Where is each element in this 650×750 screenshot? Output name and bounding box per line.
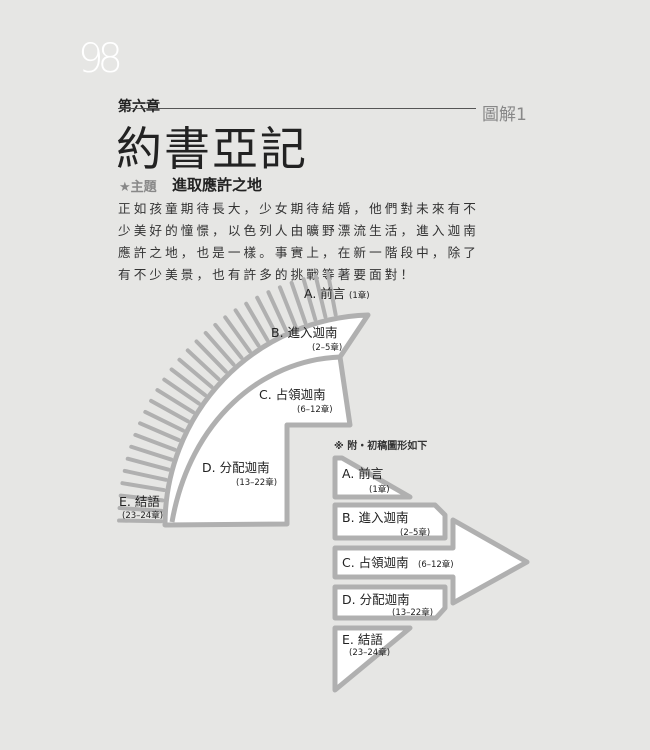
fan-ray	[301, 277, 318, 322]
fan-ray	[149, 398, 190, 424]
fan-ray	[266, 290, 288, 333]
fan-ray	[120, 481, 166, 493]
fan-ray	[138, 421, 181, 443]
fan-ray	[277, 285, 298, 329]
theme-label: ★主題	[119, 180, 157, 195]
draft-label-a: A. 前言	[342, 466, 383, 481]
draft-chapters-d: (13–22章)	[392, 607, 433, 618]
fan-ray	[185, 348, 221, 382]
page-title: 約書亞記	[116, 122, 308, 176]
fan-ray	[194, 339, 228, 374]
fan-label-d: D. 分配迦南	[202, 460, 270, 475]
fan-ray	[203, 330, 236, 367]
draft-shape-b	[332, 502, 448, 541]
header-rule	[118, 108, 476, 109]
fan-ray	[289, 280, 308, 325]
draft-chapters-c: (6–12章)	[418, 559, 454, 570]
draft-label-c: C. 占領迦南	[342, 555, 409, 570]
page-number: 98	[78, 36, 123, 82]
fan-shape	[162, 312, 371, 528]
fan-divider	[169, 354, 341, 523]
fan-ray	[177, 357, 214, 389]
fan-ray	[244, 301, 270, 343]
fan-label-c: C. 占領迦南	[259, 387, 326, 402]
fan-label-b: B. 進入迦南	[271, 325, 338, 340]
draft-shape-c-arrow	[332, 517, 530, 606]
body-paragraph: 正如孩童期待長大，少女期待結婚，他們對未來有不少美好的憧憬，以色列人由曠野漂流生…	[118, 201, 479, 282]
draft-label-b: B. 進入迦南	[342, 510, 409, 525]
draft-chapters-b: (2–5章)	[400, 527, 430, 538]
fan-ray	[143, 409, 185, 433]
fan-ray	[255, 295, 279, 338]
fan-ray	[122, 468, 168, 482]
draft-shape-e	[332, 625, 413, 693]
chapter-label: 第六章	[118, 99, 160, 115]
fan-ray	[223, 315, 252, 354]
fan-ray	[213, 322, 244, 360]
fan-ray	[118, 493, 165, 503]
fan-ray	[233, 308, 261, 348]
draft-chapters-a: (1章)	[369, 484, 390, 495]
fan-ray	[117, 506, 164, 513]
theme-text: 進取應許之地	[172, 176, 263, 194]
fan-ray	[313, 273, 328, 319]
fan-label-a: A. 前言	[304, 286, 345, 301]
fan-chapters-a: (1章)	[349, 290, 370, 301]
fan-chapters-b: (2–5章)	[312, 342, 342, 353]
draft-chapters-e: (23–24章)	[349, 647, 390, 658]
figure-label: 圖解1	[482, 105, 527, 125]
fan-label-e: E. 結語	[119, 494, 160, 509]
fan-chapters-e: (23–24章)	[122, 510, 163, 521]
draft-note: ※ 附・初稿圖形如下	[334, 439, 427, 452]
draft-label-e: E. 結語	[342, 632, 383, 647]
draft-shape-d	[332, 584, 448, 621]
fan-ray	[125, 456, 171, 472]
fan-ray	[133, 432, 177, 452]
fan-ray	[117, 518, 164, 524]
fan-ray	[325, 271, 338, 317]
fan-ray	[129, 444, 174, 462]
fan-ray	[155, 388, 196, 415]
fan-ray	[162, 377, 201, 406]
fan-chapters-d: (13–22章)	[236, 477, 277, 488]
fan-ray	[169, 367, 207, 398]
fan-chapters-c: (6–12章)	[297, 404, 333, 415]
draft-label-d: D. 分配迦南	[342, 592, 410, 607]
draft-shape-a	[332, 455, 413, 500]
fan-rays	[117, 271, 338, 524]
